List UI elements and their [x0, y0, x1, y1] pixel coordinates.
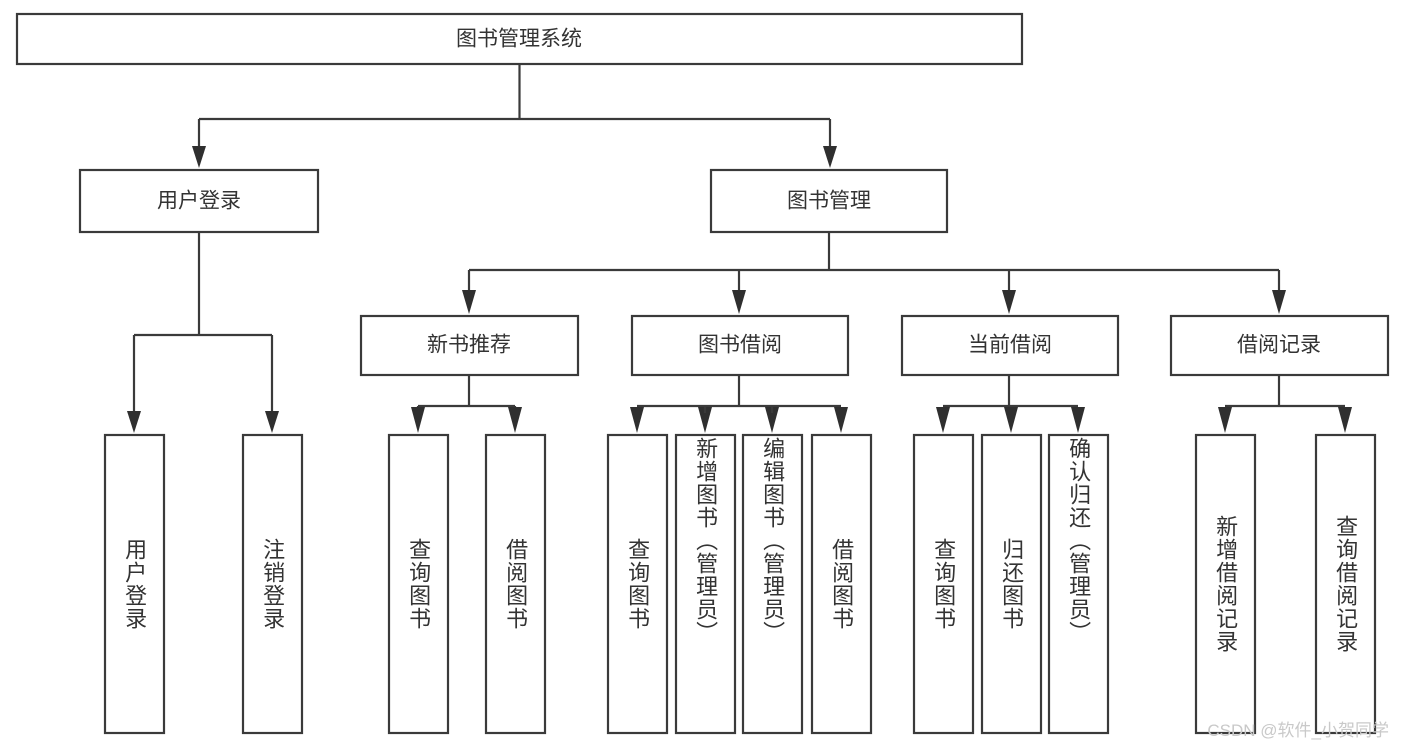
- node-book-management-label: 图书管理: [787, 190, 871, 213]
- arrow-root-to-login: [192, 146, 206, 168]
- arrow-bookborrow-leaf-2: [698, 407, 712, 433]
- leaf-new-book-1[interactable]: [387, 433, 450, 735]
- leaf-book-borrow-2[interactable]: [674, 433, 737, 735]
- node-root[interactable]: [15, 12, 1024, 66]
- connectors-current-borrow: [936, 375, 1085, 433]
- connectors-user-login: [127, 232, 279, 433]
- connectors-root: [192, 64, 837, 168]
- arrow-borrowrecord-leaf-1: [1218, 407, 1232, 433]
- arrow-login-leaf-2: [265, 411, 279, 433]
- connectors-book-borrow: [630, 375, 848, 433]
- arrow-bookmgmt-child-4: [1272, 290, 1286, 314]
- leaf-user-login-2[interactable]: [241, 433, 304, 735]
- node-user-login[interactable]: [78, 168, 320, 234]
- arrow-currentborrow-leaf-1: [936, 407, 950, 433]
- arrow-login-leaf-1: [127, 411, 141, 433]
- arrow-currentborrow-leaf-3: [1071, 407, 1085, 433]
- node-current-borrow-label: 当前借阅: [968, 334, 1052, 357]
- arrow-newbook-leaf-2: [508, 407, 522, 433]
- leaf-book-borrow-4[interactable]: [810, 433, 873, 735]
- leaf-current-borrow-1[interactable]: [912, 433, 975, 735]
- node-current-borrow[interactable]: [900, 314, 1120, 377]
- arrow-bookborrow-leaf-1: [630, 407, 644, 433]
- node-new-book-recommend-label: 新书推荐: [427, 334, 511, 357]
- connectors-borrow-record: [1218, 375, 1352, 433]
- node-user-login-label: 用户登录: [157, 190, 241, 213]
- arrow-currentborrow-leaf-2: [1004, 407, 1018, 433]
- node-book-borrow[interactable]: [630, 314, 850, 377]
- arrow-bookmgmt-child-3: [1002, 290, 1016, 314]
- arrow-bookmgmt-child-2: [732, 290, 746, 314]
- connectors-book-management: [462, 232, 1286, 314]
- leaf-user-login-1[interactable]: [103, 433, 166, 735]
- node-new-book-recommend[interactable]: [359, 314, 580, 377]
- arrow-bookborrow-leaf-3: [765, 407, 779, 433]
- arrow-borrowrecord-leaf-2: [1338, 407, 1352, 433]
- node-borrow-record[interactable]: [1169, 314, 1390, 377]
- arrow-bookmgmt-child-1: [462, 290, 476, 314]
- node-book-borrow-label: 图书借阅: [698, 334, 782, 357]
- node-book-management[interactable]: [709, 168, 949, 234]
- leaf-book-borrow-1[interactable]: [606, 433, 669, 735]
- connectors-new-book: [411, 375, 522, 433]
- leaf-new-book-2[interactable]: [484, 433, 547, 735]
- leaf-current-borrow-2[interactable]: [980, 433, 1043, 735]
- arrow-newbook-leaf-1: [411, 407, 425, 433]
- arrow-bookborrow-leaf-4: [834, 407, 848, 433]
- arrow-root-to-bookmgmt: [823, 146, 837, 168]
- node-borrow-record-label: 借阅记录: [1237, 334, 1321, 357]
- leaf-current-borrow-3[interactable]: [1047, 433, 1110, 735]
- leaf-borrow-record-1[interactable]: [1194, 433, 1257, 735]
- leaf-borrow-record-2[interactable]: [1314, 433, 1377, 735]
- node-root-label: 图书管理系统: [456, 28, 582, 51]
- leaf-book-borrow-3[interactable]: [741, 433, 804, 735]
